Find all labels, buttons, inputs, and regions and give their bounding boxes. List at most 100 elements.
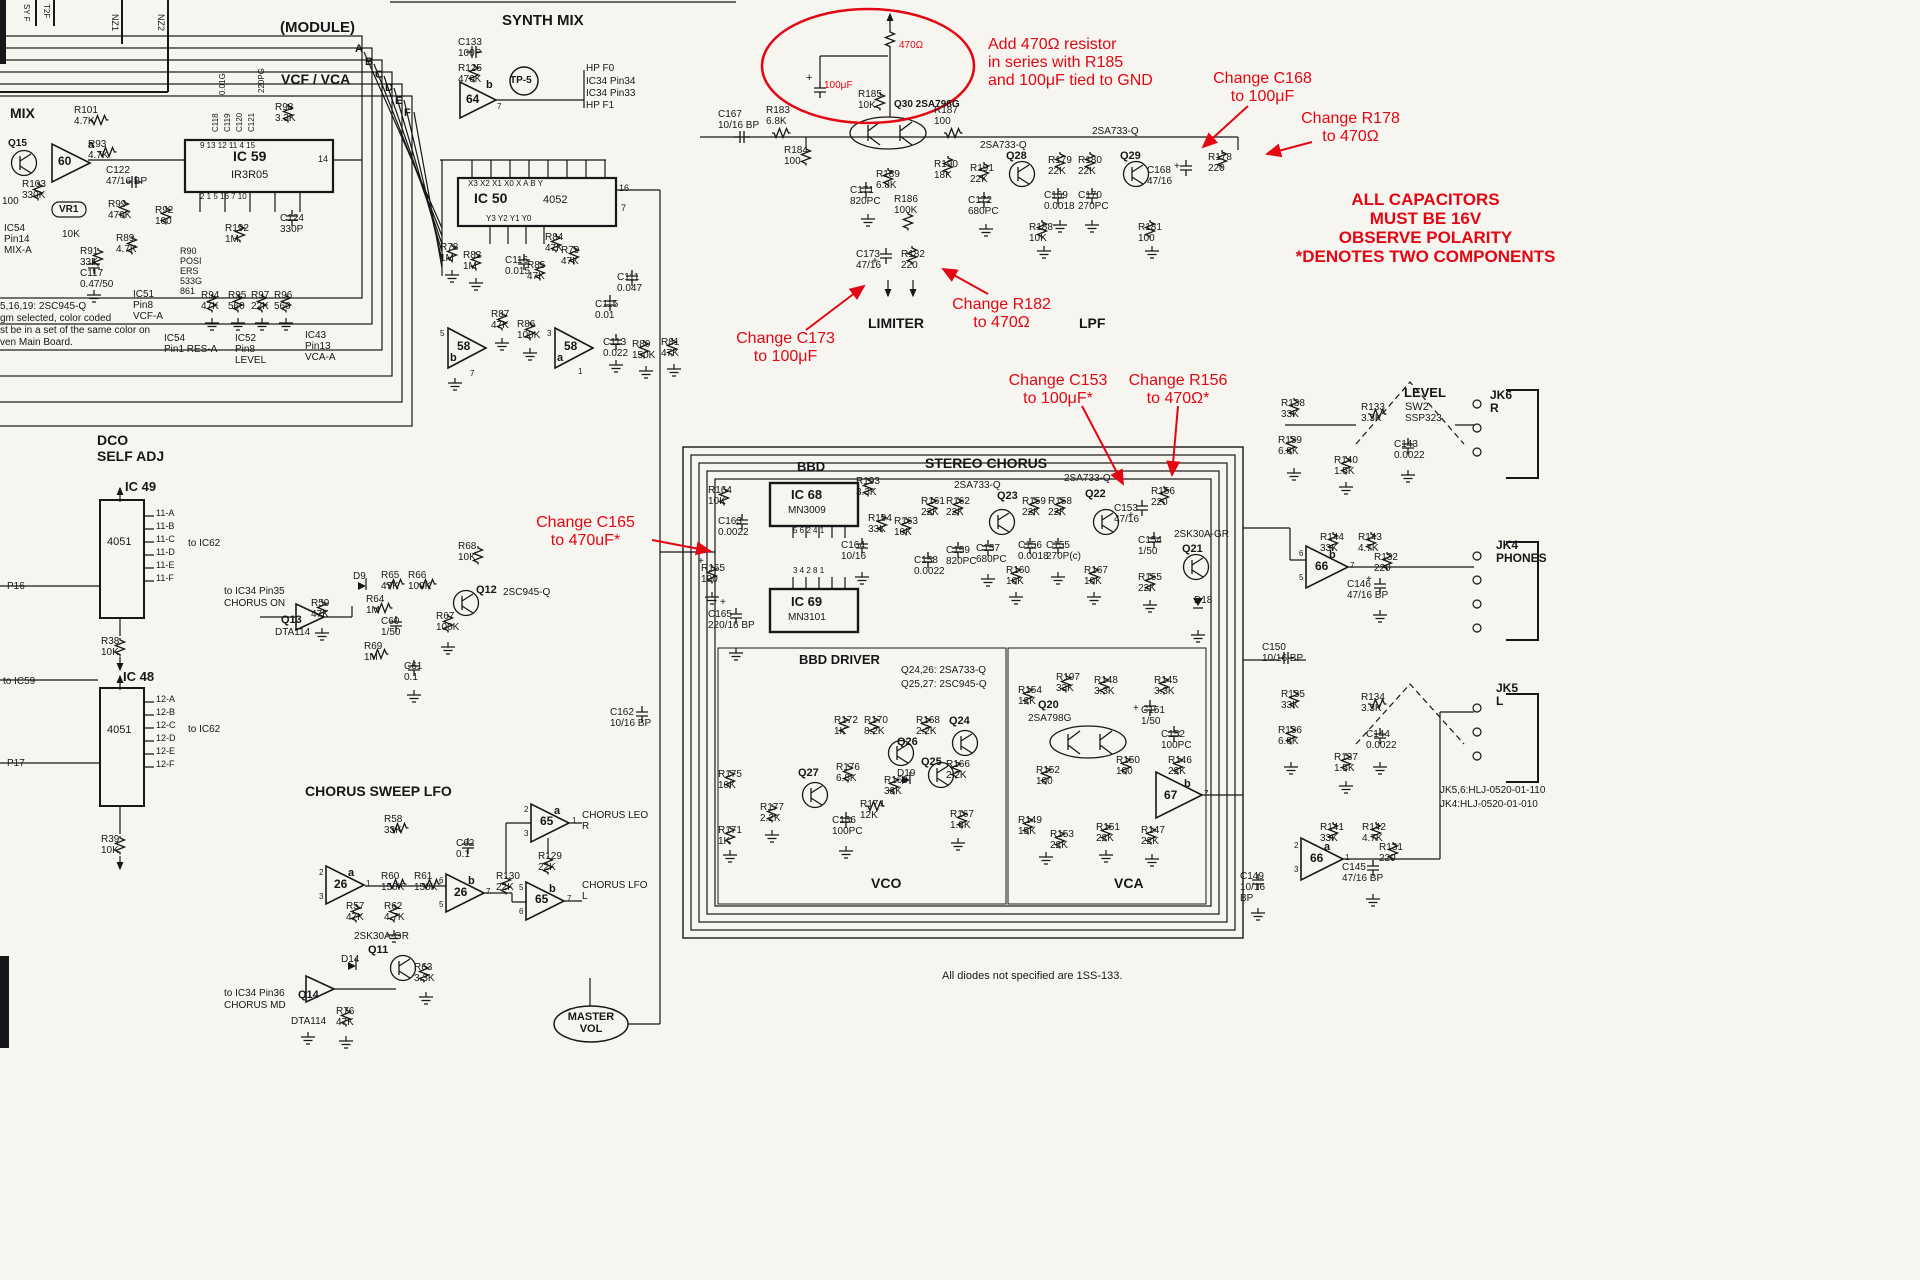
- schematic-label: 4051: [107, 536, 132, 548]
- note-jk56: JK5,6:HLJ-0520-01-110: [1440, 785, 1546, 796]
- schematic-label: R150 100: [1116, 755, 1140, 778]
- schematic-label: 7: [567, 894, 572, 903]
- schematic-label: C170 270PC: [1078, 190, 1109, 213]
- schematic-label: Q26: [897, 736, 918, 748]
- schematic-label: 5: [439, 900, 444, 909]
- schematic-label: R63 3.3K: [414, 962, 435, 985]
- schematic-label: 7: [486, 887, 491, 896]
- schematic-label: R170 8.2K: [864, 715, 888, 738]
- schematic-label: +: [698, 556, 704, 567]
- label-dco-self-adj: DCO SELF ADJ: [97, 432, 165, 464]
- schematic-label: 10K: [62, 229, 80, 240]
- schematic-label: 2SC945-Q: [503, 587, 551, 598]
- schematic-label: R78 1M: [440, 242, 459, 265]
- schematic-label: C121: [247, 112, 256, 132]
- schematic-label: b: [468, 875, 475, 887]
- schematic-label: R64 1M: [366, 594, 385, 617]
- schematic-label: C116 0.015: [505, 255, 531, 278]
- schematic-label: R131 220: [1379, 842, 1403, 865]
- schematic-label: C151 1/50: [1141, 705, 1165, 728]
- schematic-label: C167 10/16 BP: [718, 109, 760, 132]
- schematic-label: +: [1174, 161, 1180, 172]
- schematic-label: 11-D: [156, 547, 175, 557]
- schematic-label: 12-E: [156, 746, 176, 756]
- schematic-label: C153 47/16: [1114, 503, 1140, 526]
- schematic-label: R137 1.5K: [1334, 752, 1358, 775]
- schematic-label: R145 3.3K: [1154, 675, 1178, 698]
- schematic-label: 2SA733-Q: [1064, 473, 1111, 484]
- schematic-label: b: [486, 79, 493, 91]
- schematic-label: C154 1/50: [1138, 535, 1162, 558]
- schematic-label: R82 1M: [463, 250, 482, 273]
- schematic-label: to IC34 Pin35: [224, 586, 285, 597]
- schematic-label: SY F: [22, 4, 31, 22]
- schematic-label: C115 0.01: [595, 299, 619, 322]
- schematic-label: D19: [897, 768, 916, 779]
- label-bbd-driver: BBD DRIVER: [799, 652, 880, 667]
- schematic-label: C145 47/16 BP: [1342, 862, 1384, 885]
- schematic-label: R80 150K: [632, 339, 656, 362]
- schematic-label: C150 10/16 BP: [1262, 642, 1304, 665]
- schematic-label: b: [450, 352, 457, 364]
- schematic-label: 5,16,19: 2SC945-Q: [0, 301, 87, 312]
- schematic-label: C133 100P: [458, 37, 482, 60]
- schematic-label: D14: [341, 954, 360, 965]
- schematic-label: R125 470K: [458, 63, 482, 86]
- schematic-label: DTA114: [275, 627, 311, 638]
- schematic-label: +: [806, 72, 813, 84]
- schematic-label: R146 22K: [1168, 755, 1192, 778]
- red-highlight-ellipse: [760, 7, 976, 125]
- schematic-label: R181 100: [1138, 222, 1162, 245]
- schematic-label: R187 100: [934, 105, 958, 128]
- schematic-label: P17: [7, 758, 25, 769]
- schematic-label: R147 22K: [1141, 825, 1165, 848]
- ic68-label: IC 68: [791, 487, 823, 502]
- schematic-label: R165 100: [701, 563, 725, 586]
- schematic-label: 11-A: [156, 508, 175, 518]
- schematic-label: R90 POSI ERS 533G 861: [180, 246, 203, 297]
- label-synth-mix: SYNTH MIX: [502, 12, 584, 29]
- schematic-label: R160 10K: [1006, 565, 1030, 588]
- schematic-label: 1: [572, 816, 577, 825]
- schematic-label: R190 18K: [934, 159, 958, 182]
- note-jk4: JK4:HLJ-0520-01-010: [1440, 799, 1538, 810]
- schematic-label: A: [355, 43, 363, 55]
- schematic-label: R101 4.7K: [74, 105, 98, 128]
- schematic-label: R189 6.8K: [876, 169, 900, 192]
- schematic-label: R176 6.8K: [836, 762, 860, 785]
- schematic-label: Q14: [298, 989, 319, 1001]
- schematic-label: 26: [334, 877, 348, 891]
- schematic-label: R159 22K: [1022, 496, 1046, 519]
- schematic-label: R151 22K: [1096, 822, 1120, 845]
- schematic-label: 3 4 2 8 1: [793, 566, 825, 575]
- schematic-label: +: [1366, 574, 1372, 585]
- schematic-label: Q20: [1038, 699, 1059, 711]
- schematic-label: Y3 Y2 Y1 Y0: [486, 214, 532, 223]
- schematic-label: E: [395, 95, 403, 107]
- label-master-vol: MASTER VOL: [567, 1011, 615, 1036]
- schematic-label: R188 10K: [1029, 222, 1053, 245]
- schematic-label: a: [557, 352, 564, 364]
- schematic-label: JK6 R: [1490, 388, 1513, 416]
- schematic-label: R132 220: [1374, 552, 1398, 575]
- schematic-label: R163 10K: [894, 516, 918, 539]
- schematic-label: 12-B: [156, 707, 176, 717]
- schematic-label: R136 6.8K: [1278, 725, 1302, 748]
- schematic-label: Q28: [1006, 150, 1027, 162]
- label-vcf-vca: VCF / VCA: [281, 71, 351, 87]
- schematic-label: 6: [519, 907, 524, 916]
- schematic-label: 2: [319, 868, 324, 877]
- schematic-label: R134 3.3K: [1361, 692, 1385, 715]
- schematic-label: R133 3.3K: [1361, 402, 1385, 425]
- schematic-label: R86 100K: [517, 319, 541, 342]
- schematic-label: NZ2: [156, 14, 166, 32]
- annotation-change-c153: Change C153 to 100μF*: [1008, 372, 1108, 407]
- schematic-label: Q12: [476, 584, 497, 596]
- schematic-label: IR3R05: [231, 169, 269, 181]
- schematic-label: 2SK30A-GR: [354, 931, 410, 942]
- schematic-label: C164 10/16: [841, 540, 867, 563]
- schematic-label: R192 1M: [225, 223, 249, 246]
- schematic-label: R99 470K: [108, 199, 132, 222]
- schematic-label: R138 33K: [1281, 398, 1305, 421]
